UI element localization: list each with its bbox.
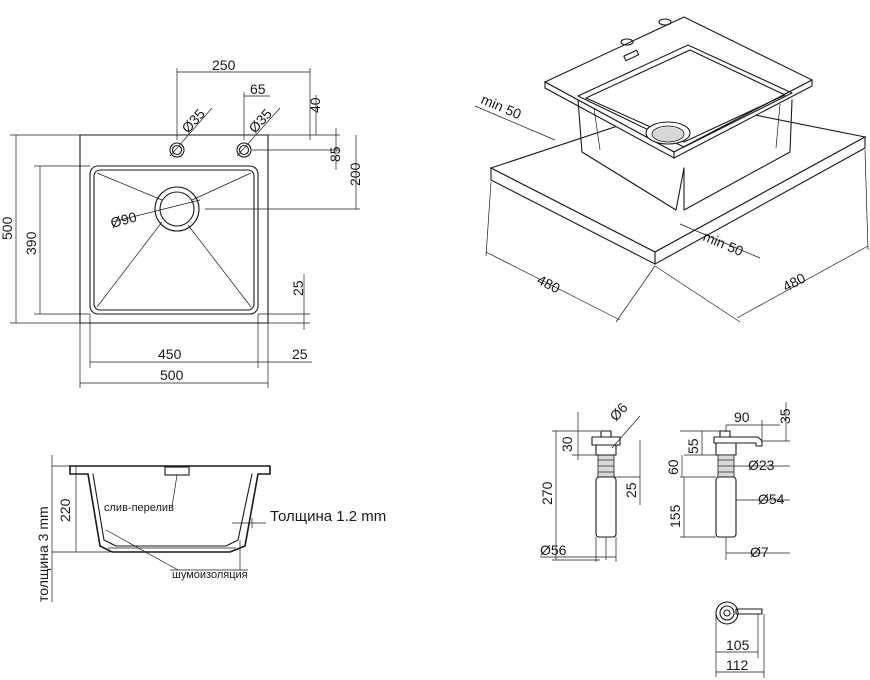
dim-hole-diam-left: Ø35	[178, 105, 208, 136]
dim-hole-spacing: 250	[212, 57, 236, 73]
sink-bowl-inner	[93, 169, 255, 311]
dispenser-top-spout	[735, 608, 763, 615]
dim-drain-offset: 200	[347, 162, 363, 186]
dim-width-right: 480	[780, 269, 808, 294]
dim-hole-offset: 85	[327, 146, 343, 162]
sink-bowl-outer	[89, 165, 259, 315]
sink-outer-outline	[79, 134, 269, 324]
dim-width-left: 480	[535, 271, 563, 296]
dim-total-height: 270	[539, 481, 555, 505]
dim-top-offset: 40	[307, 97, 323, 113]
dispenser-top-outer-circle	[715, 601, 739, 625]
dispenser-side-bottle	[715, 476, 737, 538]
dim-bottle-height: 155	[667, 504, 683, 528]
label-overflow: слив-перелив	[104, 502, 174, 514]
tap-hole-left	[169, 142, 185, 158]
tap-hole-right	[236, 142, 252, 158]
dim-hole-diam-right: Ø35	[245, 105, 275, 136]
dim-spout-height: 30	[559, 436, 575, 452]
label-thickness-steel: Толщина 1.2 mm	[270, 508, 386, 525]
dim-height-total: 500	[0, 216, 15, 240]
sink-section-view: 220 толщина 3 mm слив-перелив Толщина 1.…	[35, 455, 386, 602]
drain-inner-circle	[159, 191, 195, 227]
dim-width-total: 500	[160, 367, 184, 383]
dim-height-inner: 390	[23, 231, 39, 255]
dispenser-side-spout	[713, 436, 763, 447]
drain-outer-circle	[154, 186, 200, 232]
dim-thickness-side: толщина 3 mm	[35, 506, 51, 602]
dim-top-outer: 112	[726, 657, 749, 673]
dim-depth: 220	[57, 498, 73, 522]
dispenser-front-view: 30 270 Ø6 25 Ø56	[539, 399, 641, 562]
dim-neck-diam: Ø23	[748, 457, 775, 473]
dim-tube-diam: Ø7	[750, 544, 769, 560]
dim-drain-diam: Ø90	[109, 209, 139, 231]
dim-spout-reach: 90	[734, 409, 750, 425]
dim-head-height: 55	[685, 438, 701, 454]
dim-bottle-diam: Ø56	[540, 542, 567, 558]
dim-side-margin: 25	[292, 346, 308, 362]
dim-min-right: min 50	[701, 228, 746, 259]
dim-bottle-side-diam: Ø54	[758, 491, 785, 507]
sink-iso-view: min 50 min 50 480 480	[474, 16, 869, 323]
dispenser-bottle	[595, 476, 617, 538]
dim-collar: 25	[623, 482, 639, 498]
dispenser-top-view: 105 112	[715, 601, 765, 678]
sink-section-outline	[69, 465, 271, 553]
overflow-slot	[164, 466, 190, 476]
dim-hole-side: 65	[250, 81, 266, 97]
dispenser-side-view: 90 35 55 60 Ø23 155 Ø54 Ø7	[665, 402, 793, 560]
dim-top-inner: 105	[726, 637, 750, 653]
dim-neck-height: 60	[665, 459, 681, 475]
label-insulation: шумоизоляция	[172, 569, 248, 581]
dim-bottom-margin: 25	[290, 280, 306, 296]
dim-width-inner: 450	[158, 346, 182, 362]
dim-spout-diam: Ø6	[606, 399, 631, 424]
sink-top-view: 250 65 Ø35 Ø35 Ø90 40 85 200 500 390	[0, 57, 363, 388]
dim-spout-drop: 35	[777, 408, 793, 424]
